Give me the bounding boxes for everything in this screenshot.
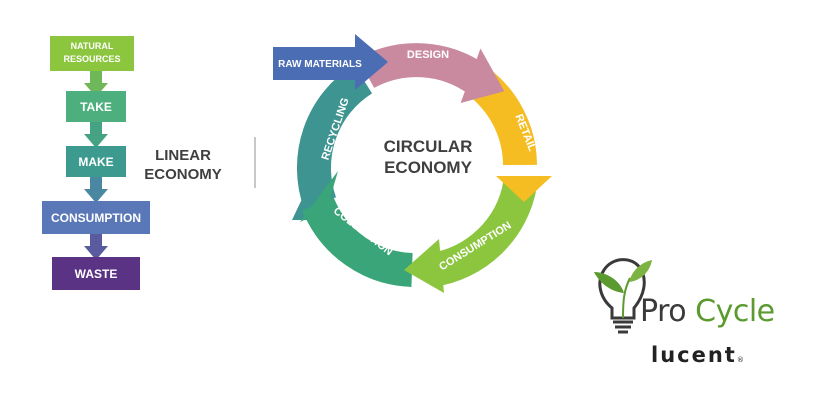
step-box (66, 146, 126, 177)
registered-mark: ® (736, 356, 744, 364)
raw-materials-label: RAW MATERIALS (278, 59, 362, 70)
procycle-logo-text: Pro Cycle (640, 294, 775, 329)
step-box (66, 91, 126, 122)
linear-step-waste: WASTE (52, 257, 140, 290)
linear-connector-1 (84, 71, 108, 97)
circular-economy: RAW MATERIALS DESIGN RETAIL CONSUMPTION … (273, 34, 552, 293)
step-label-line: NATURAL (71, 41, 114, 51)
cycle-label-design: DESIGN (407, 49, 449, 61)
circular-economy-title: CIRCULAR (384, 137, 473, 156)
linear-economy-title: ECONOMY (144, 166, 222, 183)
linear-step-make: MAKE (66, 146, 126, 177)
company-name: lucent® (651, 343, 744, 367)
linear-step-take: TAKE (66, 91, 126, 122)
linear-economy-title: LINEAR (155, 147, 211, 164)
linear-economy: NATURAL RESOURCES TAKE MAKE CONSUMPTION … (42, 36, 222, 290)
raw-materials-entry-arrow: RAW MATERIALS (273, 34, 388, 90)
logo-pro: Pro (640, 294, 687, 329)
linear-step-consumption: CONSUMPTION (42, 201, 150, 234)
cycle-segment-retail (465, 66, 552, 202)
step-label-line: WASTE (75, 267, 118, 281)
circular-economy-title: ECONOMY (384, 158, 473, 177)
cycle-segment-collection (300, 171, 414, 287)
step-box (52, 257, 140, 290)
step-label-line: TAKE (80, 100, 112, 114)
lightbulb-leaf-icon (594, 258, 652, 334)
step-label-line: RESOURCES (63, 54, 120, 64)
linear-step-natural-resources: NATURAL RESOURCES (50, 36, 134, 71)
step-label-line: MAKE (78, 155, 113, 169)
linear-connector-2 (84, 122, 108, 148)
linear-connector-3 (84, 177, 108, 203)
step-box (50, 36, 134, 71)
cycle-segment-consumption (404, 181, 537, 293)
logo-cycle: Cycle (695, 294, 775, 329)
step-box (42, 201, 150, 234)
company-name-text: lucent (651, 343, 737, 367)
linear-connector-4 (84, 234, 108, 260)
step-label-line: CONSUMPTION (51, 211, 141, 225)
